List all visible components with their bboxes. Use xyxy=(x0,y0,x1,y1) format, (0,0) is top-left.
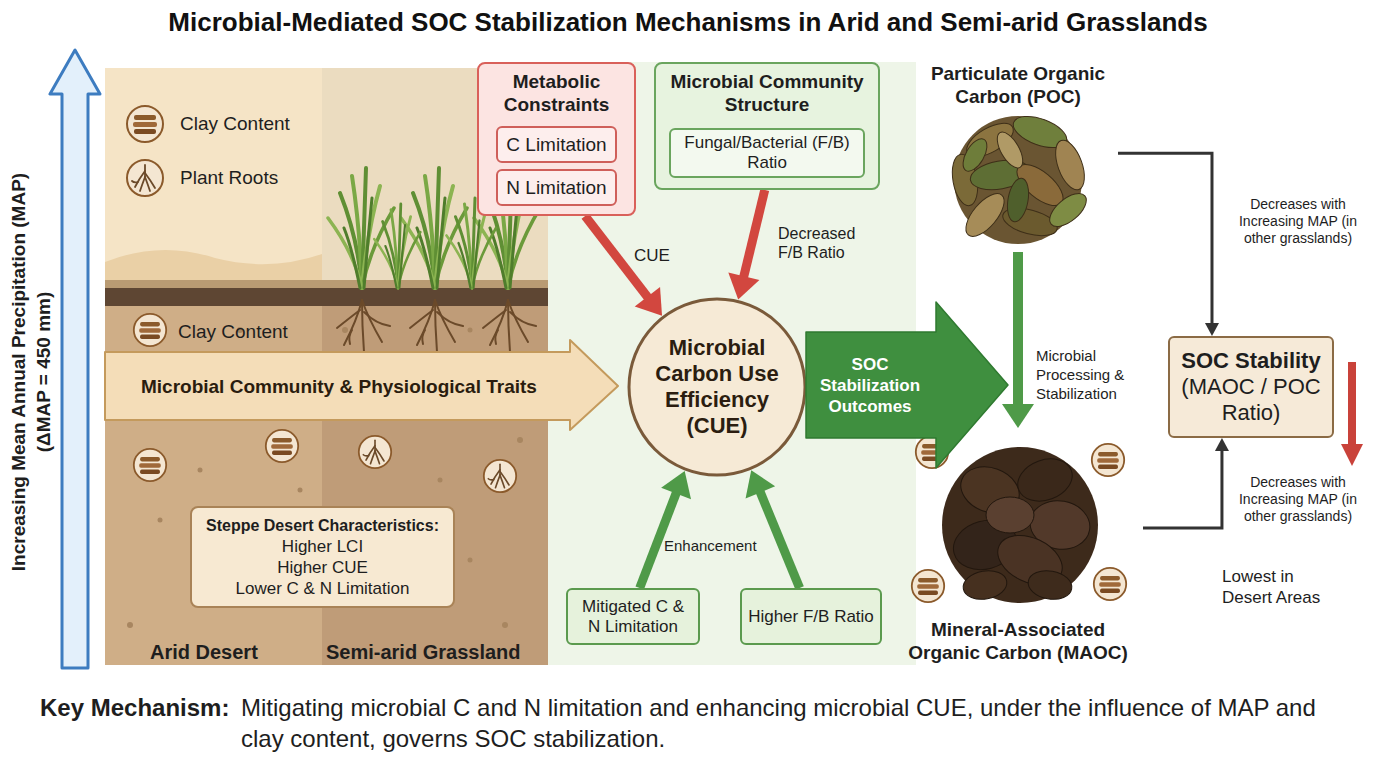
connector-line xyxy=(1118,153,1212,327)
arrowhead xyxy=(1002,404,1034,428)
caption-key: Key Mechanism: xyxy=(40,692,229,723)
legend-entry: Plant Roots xyxy=(180,166,278,189)
soil-label: Clay Content xyxy=(178,320,288,343)
soil-label-holder: Clay Content xyxy=(178,320,288,343)
poc-illustration: Particulate Organic Carbon (POC) xyxy=(918,62,1118,252)
maoc-illustration: Mineral-Associated Organic Carbon (MAOC) xyxy=(893,428,1143,664)
outcome-arrow: SOC Stabilization Outcomes xyxy=(806,300,1010,470)
node-heading: Microbial Carbon Use Efficiency (CUE) xyxy=(646,335,788,439)
arrow-connector xyxy=(1143,438,1229,528)
arrowhead xyxy=(1205,323,1219,336)
edge-label: Enhancement xyxy=(664,536,764,555)
ratio-box: Fungal/Bacterial (F/B) Ratio xyxy=(669,128,865,178)
node-text: Higher LCI xyxy=(200,536,445,557)
zone-label-holder: Arid Desert xyxy=(150,640,258,664)
zone-label: Arid Desert xyxy=(150,640,258,664)
node-text: Higher CUE xyxy=(200,557,445,578)
enhancer-box: Higher F/B Ratio xyxy=(740,588,882,645)
arrow-connector xyxy=(746,470,800,588)
title: Microbial-Mediated SOC Stabilization Mec… xyxy=(168,6,1207,38)
edge-label-holder: Enhancement xyxy=(664,536,764,555)
connector-line xyxy=(1143,447,1222,528)
node-heading: SOC Stabilization Outcomes xyxy=(806,354,934,417)
edge-label-holder: Decreases with Increasing MAP (in other … xyxy=(1230,474,1366,525)
node-heading: Microbial Community Structure xyxy=(656,70,878,116)
title-block: Microbial-Mediated SOC Stabilization Mec… xyxy=(0,6,1376,38)
node-heading: SOC Stability xyxy=(1176,348,1326,374)
node-heading: N Limitation xyxy=(500,176,613,199)
edge-label-holder: Microbial Processing & Stabilization xyxy=(1036,346,1156,403)
stability-box: SOC Stability(MAOC / POC Ratio) xyxy=(1168,336,1334,438)
edge-label: Decreased F/B Ratio xyxy=(778,224,878,262)
traits-arrow: Microbial Community & Physiological Trai… xyxy=(105,340,620,432)
node-heading: Fungal/Bacterial (F/B) Ratio xyxy=(675,133,859,173)
arrowhead xyxy=(661,471,691,499)
edge-label: Decreases with Increasing MAP (in other … xyxy=(1230,196,1366,247)
edge-label-holder: CUE xyxy=(634,246,684,266)
legend-text: Plant Roots xyxy=(180,166,278,189)
edge-label: Microbial Processing & Stabilization xyxy=(1036,346,1156,403)
community-group: Microbial Community StructureFungal/Bact… xyxy=(654,62,880,190)
node-heading: Metabolic Constraints xyxy=(479,70,634,116)
arrow-connector xyxy=(640,471,691,588)
caption-block: Mitigating microbial C and N limitation … xyxy=(241,692,1352,754)
constraint-group: Metabolic Constraints C Limitation N Limit… xyxy=(477,62,636,216)
zone-label: Semi-arid Grassland xyxy=(326,640,521,664)
node-heading: Mitigated C & N Limitation xyxy=(574,597,692,637)
note-label-holder: Lowest in Desert Areas xyxy=(1222,566,1334,608)
node-heading: Microbial Community & Physiological Trai… xyxy=(141,375,537,398)
node-heading: Steppe Desert Characteristics: xyxy=(200,515,445,536)
connector-line xyxy=(1013,252,1023,411)
arrow-connector xyxy=(1002,252,1034,428)
arrow-connector xyxy=(585,216,662,316)
axis-value: (ΔMAP = 450 mm) xyxy=(31,72,56,672)
node-heading: Mineral-Associated Organic Carbon (MAOC) xyxy=(893,618,1143,664)
constraint-box: N Limitation xyxy=(496,169,617,206)
edge-label-holder: Decreases with Increasing MAP (in other … xyxy=(1230,196,1366,247)
edge-label: CUE xyxy=(634,246,684,266)
connector-line xyxy=(742,190,765,283)
arrowhead xyxy=(746,470,776,498)
legend-text: Clay Content xyxy=(180,112,290,135)
caption: Mitigating microbial C and N limitation … xyxy=(241,692,1352,754)
arrowhead xyxy=(1215,438,1229,451)
note-label: Lowest in Desert Areas xyxy=(1222,566,1334,608)
enhancer-box: Mitigated C & N Limitation xyxy=(566,588,700,645)
axis-label: Increasing Mean Annual Precipitation (MA… xyxy=(6,72,31,672)
steppe-box: Steppe Desert Characteristics:Higher LCI… xyxy=(190,506,455,608)
caption-key-holder: Key Mechanism: xyxy=(40,692,229,723)
axis-title: Increasing Mean Annual Precipitation (MA… xyxy=(6,72,56,672)
node-heading: Particulate Organic Carbon (POC) xyxy=(918,62,1118,108)
node-text: (MAOC / POC Ratio) xyxy=(1176,374,1326,426)
connector-line xyxy=(758,486,800,588)
cue-circle: Microbial Carbon Use Efficiency (CUE) xyxy=(627,297,807,477)
edge-label: Decreases with Increasing MAP (in other … xyxy=(1230,474,1366,525)
arrowhead xyxy=(728,272,759,299)
zone-label-holder: Semi-arid Grassland xyxy=(326,640,521,664)
arrow-connector xyxy=(728,190,764,300)
constraint-box: C Limitation xyxy=(496,126,617,163)
node-heading: Higher F/B Ratio xyxy=(748,607,874,627)
edge-label-holder: Decreased F/B Ratio xyxy=(778,224,878,262)
arrow-connector xyxy=(1118,153,1219,336)
arrowhead xyxy=(635,287,662,316)
node-heading: C Limitation xyxy=(500,133,613,156)
node-text: Lower C & N Limitation xyxy=(200,578,445,599)
legend-entry: Clay Content xyxy=(180,112,290,135)
